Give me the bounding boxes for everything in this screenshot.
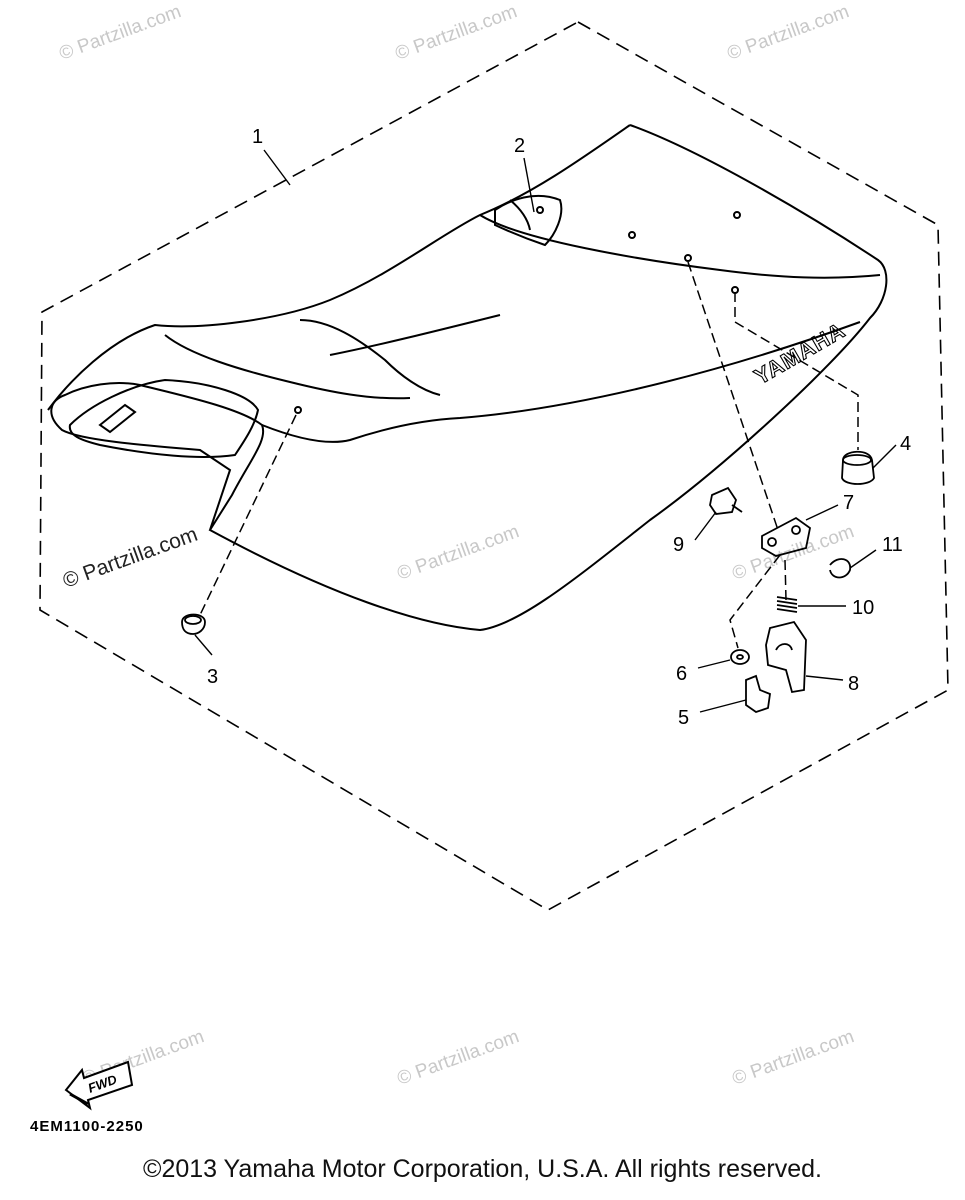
part-7-plate — [761, 516, 811, 557]
parts — [181, 450, 875, 713]
callout-2: 2 — [514, 135, 525, 157]
watermark-layer: © Partzilla.com © Partzilla.com © Partzi… — [57, 1, 857, 1090]
copyright-notice: ©2013 Yamaha Motor Corporation, U.S.A. A… — [143, 1155, 822, 1183]
part-11-clip — [829, 558, 851, 579]
callout-labels: 1 2 3 4 5 6 7 8 9 10 11 — [207, 126, 911, 729]
watermark: © Partzilla.com — [57, 1, 184, 65]
watermark: © Partzilla.com — [730, 1026, 857, 1090]
callout-7: 7 — [843, 492, 854, 514]
drawing-code: 4EM1100-2250 — [30, 1118, 144, 1135]
callout-1: 1 — [252, 126, 263, 148]
part-4-damper — [841, 450, 875, 485]
part-9-bolt — [709, 486, 743, 515]
part-5-bolt — [745, 674, 771, 713]
callout-6: 6 — [676, 663, 687, 685]
callout-9: 9 — [673, 534, 684, 556]
watermark: © Partzilla.com — [395, 521, 522, 585]
seat-assembly — [47, 124, 888, 632]
watermark: © Partzilla.com — [393, 1, 520, 65]
assembly-boundary — [39, 21, 949, 911]
callout-4: 4 — [900, 433, 911, 455]
part-3-grommet — [181, 613, 206, 635]
callout-3: 3 — [207, 666, 218, 688]
forward-arrow-icon: FWD — [64, 1060, 134, 1111]
watermark: © Partzilla.com — [730, 521, 857, 585]
watermark: © Partzilla.com — [60, 523, 201, 593]
watermark: © Partzilla.com — [395, 1026, 522, 1090]
part-8-latch — [765, 620, 807, 694]
callout-11: 11 — [882, 534, 903, 556]
watermark: © Partzilla.com — [725, 1, 852, 65]
connection-lines — [199, 261, 859, 649]
part-6-washer — [730, 649, 750, 665]
callout-10: 10 — [852, 597, 874, 619]
part-10-spring — [776, 596, 798, 613]
callout-5: 5 — [678, 707, 689, 729]
leader-lines — [194, 149, 897, 713]
callout-8: 8 — [848, 673, 859, 695]
